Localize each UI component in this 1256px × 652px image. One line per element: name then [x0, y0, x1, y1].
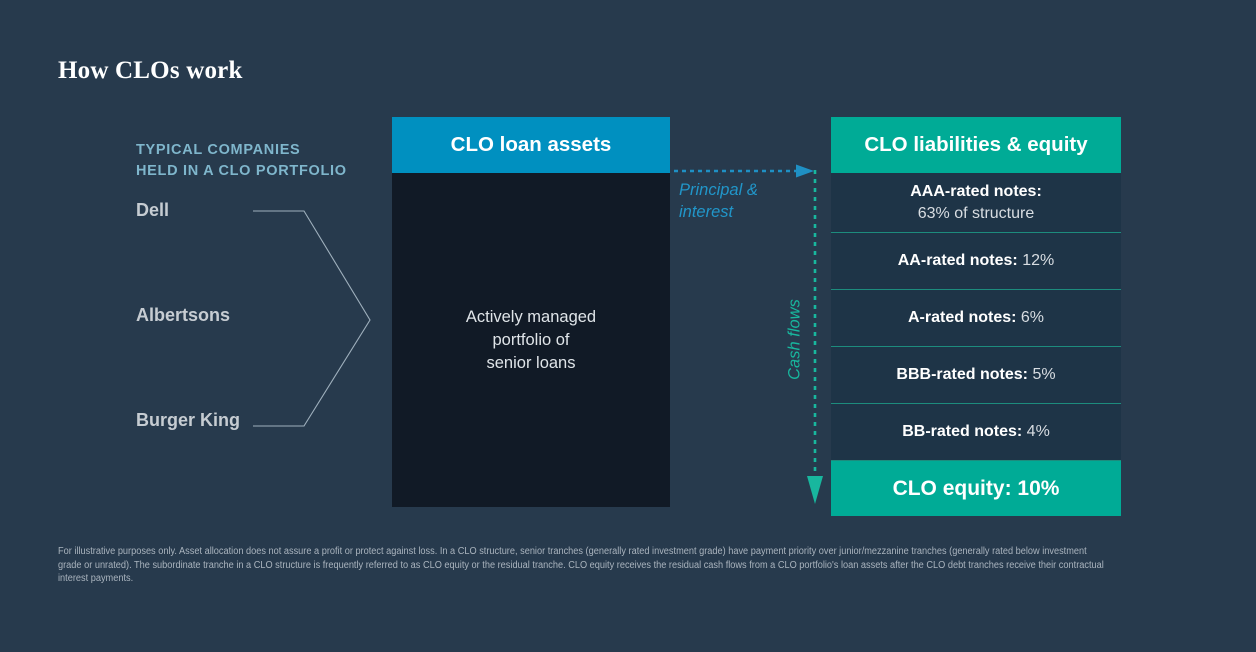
- clo-liabilities-panel: CLO liabilities & equity AAA-rated notes…: [831, 117, 1121, 516]
- bracket-connector-icon: [253, 210, 371, 427]
- clo-loan-assets-header: CLO loan assets: [392, 117, 670, 173]
- heading-line-2: HELD IN A CLO PORTFOLIO: [136, 163, 347, 179]
- clo-liabilities-header: CLO liabilities & equity: [831, 117, 1121, 173]
- cash-flows-arrow-icon: [807, 170, 823, 504]
- assets-body-line-2: portfolio of: [492, 330, 570, 349]
- principal-label-line-1: Principal &: [679, 181, 758, 199]
- tranche-value-bb: 4%: [1026, 423, 1050, 440]
- tranche-label-a: A-rated notes:: [907, 309, 1017, 326]
- clo-equity-row: CLO equity: 10%: [831, 461, 1121, 516]
- page-title: How CLOs work: [58, 57, 243, 84]
- tranche-row-a: A-rated notes: 6%: [831, 290, 1121, 347]
- tranche-label-bb: BB-rated notes:: [902, 423, 1023, 440]
- company-label-burger-king: Burger King: [136, 410, 241, 430]
- tranche-row-bb: BB-rated notes: 4%: [831, 404, 1121, 461]
- assets-body-line-1: Actively managed: [465, 307, 597, 326]
- tranche-label-bbb: BBB-rated notes:: [896, 366, 1028, 383]
- tranche-label-aaa: AAA-rated notes:: [910, 182, 1042, 200]
- principal-label-line-2: interest: [679, 203, 734, 221]
- typical-companies-heading: TYPICAL COMPANIES HELD IN A CLO PORTFOLI…: [136, 140, 347, 182]
- tranche-row-aa: AA-rated notes: 12%: [831, 233, 1121, 290]
- tranche-row-bbb: BBB-rated notes: 5%: [831, 347, 1121, 404]
- assets-body-line-3: senior loans: [486, 353, 576, 372]
- tranche-value-aaa: 63% of structure: [917, 204, 1035, 222]
- heading-line-1: TYPICAL COMPANIES: [136, 142, 301, 158]
- cash-flows-label: Cash flows: [785, 299, 804, 380]
- company-label-albertsons: Albertsons: [136, 305, 231, 325]
- principal-interest-arrow-icon: [674, 164, 814, 178]
- tranche-value-bbb: 5%: [1032, 366, 1056, 383]
- clo-loan-assets-body: Actively managed portfolio of senior loa…: [392, 173, 670, 507]
- company-label-dell: Dell: [136, 200, 170, 220]
- tranche-value-a: 6%: [1020, 309, 1045, 326]
- principal-interest-label: Principal & interest: [679, 179, 799, 223]
- clo-loan-assets-panel: CLO loan assets Actively managed portfol…: [392, 117, 670, 507]
- tranche-value-aa: 12%: [1022, 252, 1055, 269]
- footnote-disclaimer: For illustrative purposes only. Asset al…: [58, 546, 1104, 584]
- tranche-row-aaa: AAA-rated notes: 63% of structure: [831, 173, 1121, 233]
- tranche-label-aa: AA-rated notes:: [897, 252, 1018, 269]
